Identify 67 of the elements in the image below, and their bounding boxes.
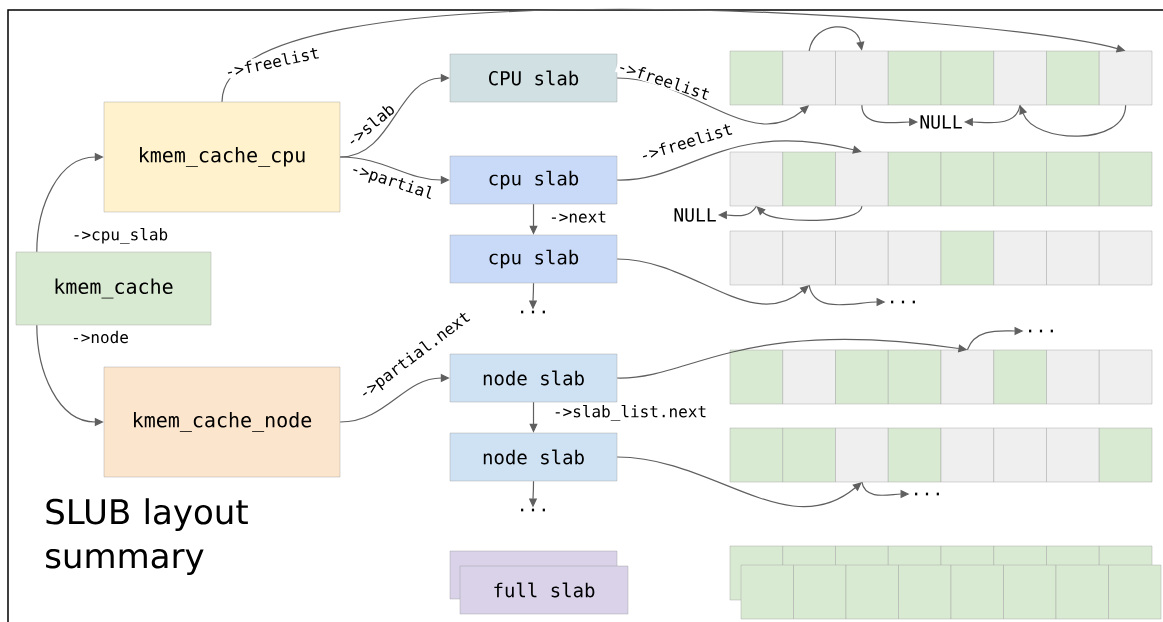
slab-box: CPU slab: [449, 53, 618, 103]
edge-label: ->freelist: [222, 44, 322, 80]
slot-cell: [888, 427, 942, 483]
slot-cell: [940, 151, 994, 207]
slot-cell: [782, 151, 836, 207]
slot-cell: [940, 349, 994, 405]
slot-cell: [888, 230, 942, 286]
ellipsis: ...: [915, 492, 939, 496]
ellipsis: ...: [1029, 329, 1053, 333]
slot-cell: [1046, 427, 1100, 483]
slot-cell: [1099, 427, 1153, 483]
slot-cell: [993, 230, 1047, 286]
slot-cell: [888, 349, 942, 405]
slot-cell: [993, 151, 1047, 207]
slot-cell: [835, 230, 889, 286]
slot-cell: [835, 50, 889, 106]
title: SLUB layout summary: [46, 498, 248, 576]
slab-box: cpu slab: [449, 155, 618, 205]
arrow: [616, 140, 862, 181]
slot-cell: [835, 427, 889, 483]
slot-cell: [782, 230, 836, 286]
null-label: NULL: [920, 115, 962, 129]
ellipsis: ...: [891, 300, 915, 304]
slot-cell: [1046, 151, 1100, 207]
null-label: NULL: [674, 208, 716, 222]
slot-cell: [729, 230, 783, 286]
slot-cell: [1046, 50, 1100, 106]
slot-cell: [835, 349, 889, 405]
slot-cell: [940, 50, 994, 106]
slot-cell: [993, 427, 1047, 483]
arrow: [756, 205, 863, 221]
ellipsis: ...: [521, 310, 545, 314]
struct-box: kmem_cache_cpu: [103, 101, 341, 213]
slot-cell: [888, 151, 942, 207]
slot-cell: [1099, 151, 1153, 207]
edge-label: ->slab_list.next: [551, 404, 709, 422]
slot-cell: [1099, 230, 1153, 286]
slab-box: cpu slab: [449, 234, 618, 284]
slot-cell: [1099, 349, 1153, 405]
slot-cell: [835, 151, 889, 207]
slot-cell: [940, 230, 994, 286]
slot-cell: [782, 427, 836, 483]
slot-cell: [1046, 349, 1100, 405]
slot-cell: [729, 427, 783, 483]
arrow: [1019, 104, 1127, 137]
slot-cell: [729, 349, 783, 405]
arrow: [808, 26, 865, 52]
slot-cell: [782, 349, 836, 405]
slot-cell: [888, 50, 942, 106]
slot-cell: [993, 50, 1047, 106]
edge-label: ->cpu_slab: [70, 227, 170, 245]
struct-box: kmem_cache_node: [103, 366, 341, 478]
slot-cell: [782, 50, 836, 106]
ellipsis: ...: [521, 508, 545, 512]
slot-cell: [940, 427, 994, 483]
arrow: [616, 456, 862, 508]
slab-box: node slab: [449, 432, 618, 482]
edge-label: ->next: [548, 210, 608, 224]
slot-cell: [1099, 50, 1153, 106]
slot-cell: [993, 349, 1047, 405]
stacked-slab-cards: full slab: [449, 550, 629, 615]
slot-cell: [729, 50, 783, 106]
edge-label: ->node: [70, 329, 130, 345]
struct-box: kmem_cache: [15, 251, 212, 326]
stacked-cells-drawing: [729, 545, 1162, 620]
slot-cell: [1046, 230, 1100, 286]
slab-box: node slab: [449, 353, 618, 403]
